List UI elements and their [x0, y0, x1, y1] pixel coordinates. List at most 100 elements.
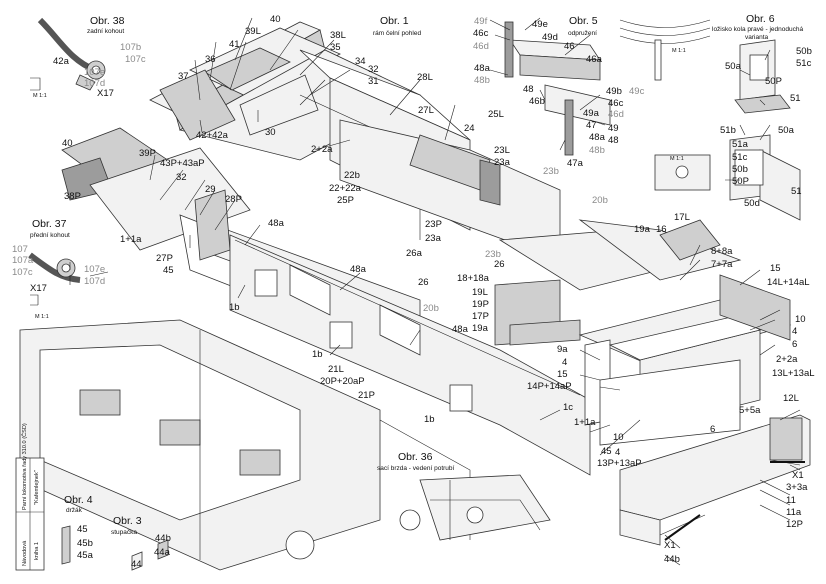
obr6-sub1: ložisko kola pravé - jednoduchá	[712, 26, 803, 33]
part-label: 47	[586, 120, 597, 131]
part-label: 37	[178, 71, 189, 82]
part-label: 1b	[229, 302, 240, 313]
part-label: 3+3a	[786, 482, 808, 493]
part-label: 41	[229, 39, 240, 50]
obr37-valve	[28, 252, 81, 306]
scale-mark: M 1:1	[670, 156, 684, 162]
part-label: 48b	[589, 145, 605, 156]
part-label: 30	[265, 127, 276, 138]
part-label: 23a	[425, 233, 442, 244]
obr5-title: Obr. 5	[569, 15, 598, 27]
part-label: 48	[608, 135, 619, 146]
part-label: 1b	[312, 349, 323, 360]
part-label: 32	[176, 172, 187, 183]
part-label: 26	[494, 259, 505, 270]
part-label: 49e	[532, 19, 548, 30]
part-label: 48a	[474, 63, 491, 74]
part-label: 50P	[765, 76, 782, 87]
part-label: 1+1a	[574, 417, 596, 428]
part-label: 16	[656, 224, 667, 235]
part-label: 39P	[139, 148, 156, 159]
part-label: 49a	[583, 108, 600, 119]
part-label: 50b	[732, 164, 748, 175]
part-label: X17	[97, 88, 114, 99]
part-label: 107e	[84, 67, 105, 78]
part-label: 26a	[406, 248, 423, 259]
side-box-line1: Parní lokomotiva řady 310.0 (ČSD)	[21, 423, 28, 510]
part-label: 107d	[84, 78, 105, 89]
part-label: 10	[795, 314, 806, 325]
obr38-valve	[30, 17, 106, 91]
part-label: 6	[792, 339, 797, 350]
part-label: 51b	[720, 125, 736, 136]
obr36-title: Obr. 36	[398, 451, 433, 463]
part-label: 45	[163, 265, 174, 276]
part-label: 107b	[120, 42, 141, 53]
part-label: 2+2a	[776, 354, 798, 365]
obr4-sub: držák	[66, 507, 83, 514]
part-label: 15	[557, 369, 568, 380]
part-label: 2+2a	[311, 144, 333, 155]
part-label: 31	[368, 76, 379, 87]
part-label: 38P	[64, 191, 81, 202]
part-label: 1+1a	[120, 234, 142, 245]
part-label: 23b	[485, 249, 501, 260]
part-label: 45b	[77, 538, 93, 549]
part-label: 12L	[783, 393, 799, 404]
part-label: 44a	[154, 547, 171, 558]
part-label: 34	[355, 56, 366, 67]
part-label: 4	[562, 357, 567, 368]
part-label: 42a	[53, 56, 70, 67]
part-label: 107a	[12, 255, 34, 266]
obr6-title: Obr. 6	[746, 13, 775, 25]
part-label: 51c	[732, 152, 748, 163]
part-label: 44	[131, 559, 142, 570]
part-label: 44b	[155, 533, 171, 544]
part-label: 24	[464, 123, 475, 134]
leader-lines	[69, 17, 801, 566]
part-label: 50a	[778, 125, 795, 136]
part-label: 40	[270, 14, 281, 25]
part-label: 23P	[425, 219, 442, 230]
part-label: 48a	[452, 324, 469, 335]
obr1-title: Obr. 1	[380, 15, 409, 27]
obr3-sub: stupačka	[111, 529, 137, 536]
part-label: 23L	[494, 145, 510, 156]
part-label: 11	[786, 495, 796, 506]
obr36-sub: sací brzda - vedení potrubí	[377, 465, 455, 472]
obr38-title: Obr. 38	[90, 15, 125, 27]
part-label: 21P	[358, 390, 375, 401]
part-label: 17P	[472, 311, 489, 322]
part-label: 27P	[156, 253, 173, 264]
part-label: 1b	[424, 414, 435, 425]
bottom-right-plate	[619, 414, 811, 546]
side-box-line2: "Kafemlejnek"	[34, 470, 40, 505]
part-label: 26	[418, 277, 429, 288]
part-label: 46b	[529, 96, 545, 107]
scale-marks: M 1:1 M 1:1 M 1:1 M 1:1	[33, 48, 686, 320]
part-label: 4	[792, 326, 797, 337]
part-label: 39L	[245, 26, 261, 37]
obr6-bearing	[654, 39, 801, 221]
part-label: X17	[30, 283, 47, 294]
part-label: 51a	[732, 139, 749, 150]
part-label: 46d	[473, 41, 489, 52]
right-box-assembly	[578, 274, 792, 446]
obr37-title: Obr. 37	[32, 218, 67, 230]
part-label: 4	[615, 447, 620, 458]
obr36-pipes	[419, 474, 551, 541]
part-label: 35	[330, 42, 341, 53]
part-label: 20b	[592, 195, 608, 206]
part-label: 27L	[418, 105, 434, 116]
part-label: 48a	[589, 132, 606, 143]
scale-mark: M 1:1	[672, 48, 686, 54]
part-label: 50a	[725, 61, 742, 72]
part-label: 46c	[608, 98, 624, 109]
part-label: 49f	[474, 16, 488, 27]
part-label: 49d	[542, 32, 558, 43]
part-label: 21L	[328, 364, 344, 375]
obr5-sub: odpružení	[568, 30, 597, 37]
scale-mark: M 1:1	[33, 93, 47, 99]
part-label: 45	[601, 446, 612, 457]
part-label: 107	[12, 244, 28, 255]
